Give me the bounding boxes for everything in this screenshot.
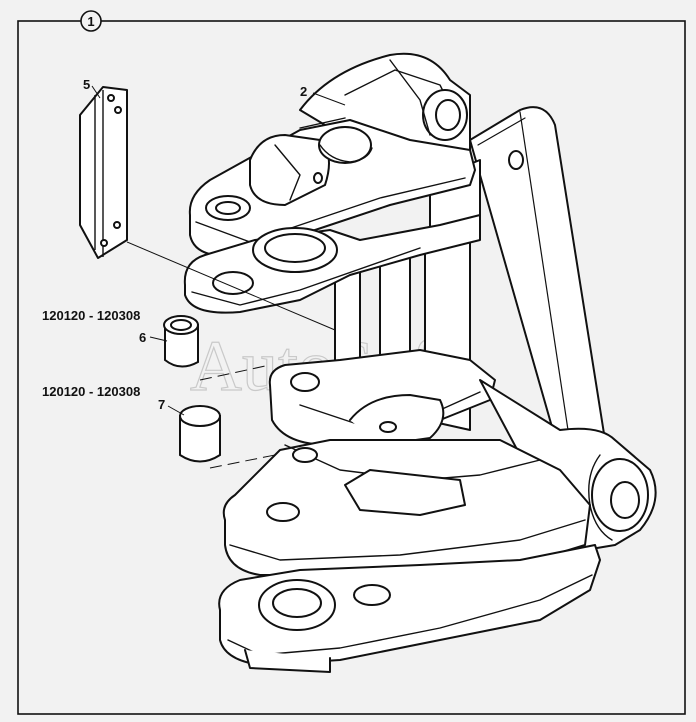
leader-line-2 — [312, 92, 346, 106]
leader-line-6 — [199, 364, 271, 381]
leader-line-7b — [167, 405, 185, 416]
frame-number-badge: 1 — [80, 10, 102, 32]
leader-line-6b — [149, 336, 168, 342]
serial-range-6: 120120 - 120308 — [42, 308, 140, 323]
callout-2: 2 — [300, 84, 307, 99]
callout-6: 6 — [139, 330, 146, 345]
part-5-shim-plate — [79, 86, 128, 259]
leader-line-7 — [209, 454, 276, 469]
swing-bracket — [183, 52, 657, 673]
leader-line-5 — [126, 241, 336, 331]
frame-number: 1 — [87, 14, 94, 29]
callout-5: 5 — [83, 77, 90, 92]
part-6-bushing — [163, 315, 199, 368]
part-7-bushing — [179, 405, 221, 463]
callout-7: 7 — [158, 397, 165, 412]
serial-range-7: 120120 - 120308 — [42, 384, 140, 399]
leader-line-5b — [91, 85, 101, 99]
